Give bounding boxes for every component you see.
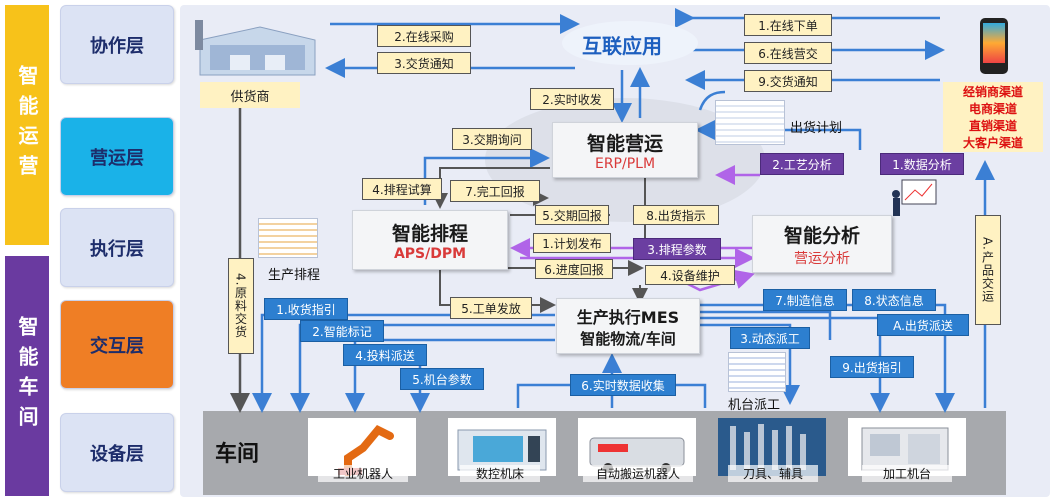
label-online-purchase: 2.在线采购 (377, 25, 471, 47)
internet-app-title: 互联应用 (582, 34, 662, 58)
channel-ecommerce: 电商渠道 (968, 102, 1017, 116)
aps-node: 智能排程 APS/DPM (352, 210, 508, 270)
layer-interaction-label: 交互层 (90, 335, 144, 357)
channel-key-account: 大客户渠道 (962, 136, 1023, 150)
label-realtime-collect: 6.实时数据收集 (570, 374, 676, 396)
shipping-plan-screen (715, 100, 785, 145)
aps-subtitle: APS/DPM (393, 245, 467, 262)
machining-station-tile (848, 418, 966, 476)
sales-channels-box: 经销商渠道 电商渠道 直销渠道 大客户渠道 (943, 82, 1043, 152)
smart-workshop-label: 智能车间 (15, 316, 39, 436)
label-feed-dispatch: 4.投料派送 (343, 344, 427, 366)
smartphone-icon (980, 18, 1008, 74)
label-shipping-instruction: 8.出货指示 (633, 205, 719, 225)
label-data-analysis: 1.数据分析 (880, 153, 964, 175)
label-schedule-trial: 4.排程试算 (362, 178, 442, 200)
label-ship-dispatch: A.出货派送 (877, 314, 969, 336)
label-realtime-receive: 2.实时收发 (530, 88, 614, 110)
supplier-building-icon (190, 15, 320, 80)
erp-subtitle: ERP/PLM (594, 155, 656, 172)
label-equipment-maintenance: 4.设备维护 (645, 265, 735, 285)
label-machine-params: 5.机台参数 (400, 368, 484, 390)
smart-operations-group: 智能运营 (5, 5, 49, 245)
shipping-plan-caption: 出货计划 (790, 121, 843, 136)
supplier-label: 供货商 (200, 82, 300, 108)
machine-dispatch-screen (728, 352, 786, 392)
layer-operation-label: 营运层 (90, 147, 144, 169)
machining-station-caption: 加工机台 (862, 465, 952, 482)
label-material-delivery: 4.原料交货 (228, 258, 254, 354)
layer-execution-label: 执行层 (90, 238, 144, 260)
bi-subtitle: 营运分析 (794, 250, 850, 267)
label-delivery-reply: 5.交期回报 (535, 205, 609, 225)
layer-interaction: 交互层 (60, 300, 174, 389)
production-schedule-screen (258, 218, 318, 258)
machine-dispatch-caption: 机台派工 (728, 398, 781, 413)
layer-execution: 执行层 (60, 208, 174, 287)
analyst-icon (890, 178, 940, 218)
bi-title: 智能分析 (783, 224, 860, 247)
label-online-payment: 6.在线营交 (744, 42, 832, 64)
label-schedule-params: 3.排程参数 (633, 238, 721, 260)
layer-collaboration: 协作层 (60, 5, 174, 84)
label-ship-guide: 9.出货指引 (830, 356, 914, 378)
label-progress-report: 6.进度回报 (535, 259, 613, 279)
workshop-title: 车间 (215, 442, 260, 467)
channel-direct: 直销渠道 (968, 119, 1017, 133)
label-dynamic-dispatch: 3.动态派工 (730, 327, 810, 349)
bi-node: 智能分析 营运分析 (752, 215, 892, 273)
smart-workshop-group: 智能车间 (5, 256, 49, 496)
label-delivery-notice-supplier: 3.交货通知 (377, 52, 471, 74)
label-manufacturing-info: 7.制造信息 (763, 289, 847, 311)
label-delivery-notice-customer: 9.交货通知 (744, 70, 832, 92)
layer-collaboration-label: 协作层 (90, 35, 144, 57)
production-schedule-caption: 生产排程 (268, 268, 321, 283)
label-plan-release: 1.计划发布 (533, 233, 611, 253)
mes-subtitle: 智能物流/车间 (580, 329, 676, 348)
label-delivery-query: 3.交期询问 (452, 128, 532, 150)
layer-operation: 营运层 (60, 117, 174, 196)
internet-app-cloud (560, 18, 700, 68)
erp-title: 智能营运 (586, 132, 663, 155)
layer-device: 设备层 (60, 413, 174, 492)
label-completion-report: 7.完工回报 (450, 180, 540, 202)
channel-dealer: 经销商渠道 (962, 85, 1023, 99)
mes-title: 生产执行MES (576, 307, 680, 327)
erp-node: 智能营运 ERP/PLM (552, 122, 698, 178)
tools-caption: 刀具、辅具 (728, 465, 818, 482)
agv-robot-caption: 自动搬运机器人 (583, 465, 693, 482)
label-status-info: 8.状态信息 (852, 289, 936, 311)
mes-node: 生产执行MES 智能物流/车间 (556, 298, 700, 354)
label-online-order: 1.在线下单 (744, 14, 832, 36)
industrial-robot-caption: 工业机器人 (318, 465, 408, 482)
label-process-analysis: 2.工艺分析 (760, 153, 844, 175)
label-work-order: 5.工单发放 (450, 297, 532, 319)
aps-title: 智能排程 (391, 222, 468, 245)
label-receive-guide: 1.收货指引 (264, 298, 348, 320)
label-smart-mark: 2.智能标记 (300, 320, 384, 342)
label-product-delivery: A.产品交运 (975, 215, 1001, 325)
layer-device-label: 设备层 (90, 443, 144, 465)
smart-operations-label: 智能运营 (15, 65, 39, 185)
cnc-machine-caption: 数控机床 (460, 465, 540, 482)
